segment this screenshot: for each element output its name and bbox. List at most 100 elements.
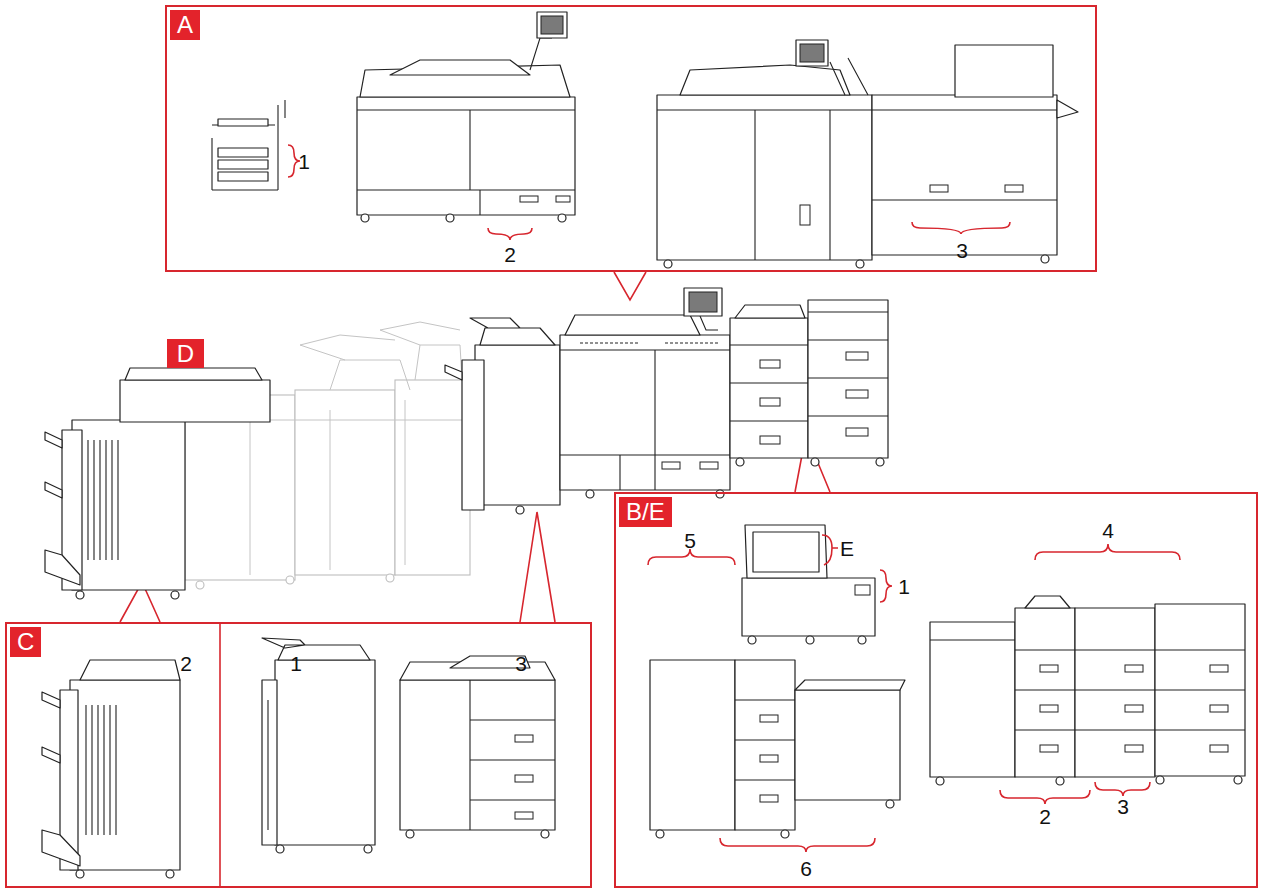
control-panel [796,40,828,66]
machine-module [872,95,1057,255]
paper-deck [808,300,888,458]
deck-module [1015,608,1075,777]
drawer-handle [515,812,533,819]
callout-number: 2 [1039,806,1051,827]
finisher-front [462,360,484,510]
faded-detail [185,322,470,575]
long-deck [795,690,900,800]
drawer-lines [808,312,888,416]
caster [664,260,672,268]
deck-top [1025,596,1070,608]
brace [912,222,1010,234]
machine-doors [357,110,575,215]
callout-number: 3 [956,240,968,261]
callout-number: 3 [1117,796,1129,817]
caster [858,636,866,644]
callout-number: E [840,538,854,559]
callout-number: 2 [504,244,516,265]
panel-tag: B/E [619,497,672,527]
panel-tag: C [10,627,41,657]
drawer-handle [1210,665,1228,672]
monitor [745,525,827,578]
drawer-handle [520,196,538,202]
caster [171,591,179,599]
finisher-detail [267,700,268,830]
finisher-body [70,680,180,870]
finisher-top [445,318,555,380]
drawer-handle [515,735,533,742]
caster [586,490,594,498]
finisher-body [275,660,375,845]
paper-deck [400,680,555,830]
deck-module [735,660,795,830]
cassette-frame [212,100,285,190]
finisher-top [80,660,180,680]
drawer-handle [760,755,778,762]
caster [811,458,819,466]
drawer-handle [1210,745,1228,752]
main-engine [560,335,730,490]
drawer-handle [846,428,868,436]
drawer-handle [700,462,718,469]
caster [1041,255,1049,263]
callout-number: 2 [180,653,192,674]
panel-screen [541,16,563,34]
tag-letter: D [177,340,194,367]
drawer-handle [846,352,868,360]
caster [276,845,284,853]
drawer-handle [760,795,778,802]
caster [386,574,394,582]
callout-number: 3 [515,653,527,674]
caster [736,458,744,466]
feeder [565,315,700,335]
document-feeder [390,60,530,75]
brace [1095,782,1150,796]
caster [76,591,84,599]
caster [406,830,414,838]
callout-tag: D [167,339,204,368]
panel-stand [830,58,868,95]
long-deck-top [795,680,905,690]
d-module-top [125,368,262,380]
caster [361,214,369,222]
caster [166,870,174,878]
top-unit [955,45,1053,97]
caster [656,830,664,838]
caster [516,506,524,514]
caster [1234,776,1242,784]
finisher-stripes [86,705,116,835]
panel-screen [800,44,824,62]
drawer-handle [1040,745,1058,752]
brace [880,570,892,602]
caster [446,214,454,222]
callout-number: 4 [1102,520,1114,541]
cassette [218,160,268,169]
cassette [218,148,268,157]
machine-doors [657,110,1057,260]
caster [886,800,894,808]
brace [1035,544,1180,560]
drawer-lines [470,680,555,830]
brace [822,535,838,565]
tray [218,119,268,126]
finisher-top [262,638,370,660]
drawer-handle [1005,185,1023,192]
caster [1056,777,1064,785]
caster [76,870,84,878]
panel-stand [530,38,552,70]
drawer-handle [760,398,780,406]
caster [856,260,864,268]
drawer-handle [760,715,778,722]
panel-screen [689,292,717,312]
exit-tray [1057,100,1078,118]
brace [488,228,532,240]
caster [364,845,372,853]
callout-number: 6 [800,858,812,879]
drawer-handle [760,436,780,444]
paper-deck [730,318,808,458]
output-tray [45,432,80,585]
output-tray [42,692,80,866]
finisher-body [72,420,185,590]
